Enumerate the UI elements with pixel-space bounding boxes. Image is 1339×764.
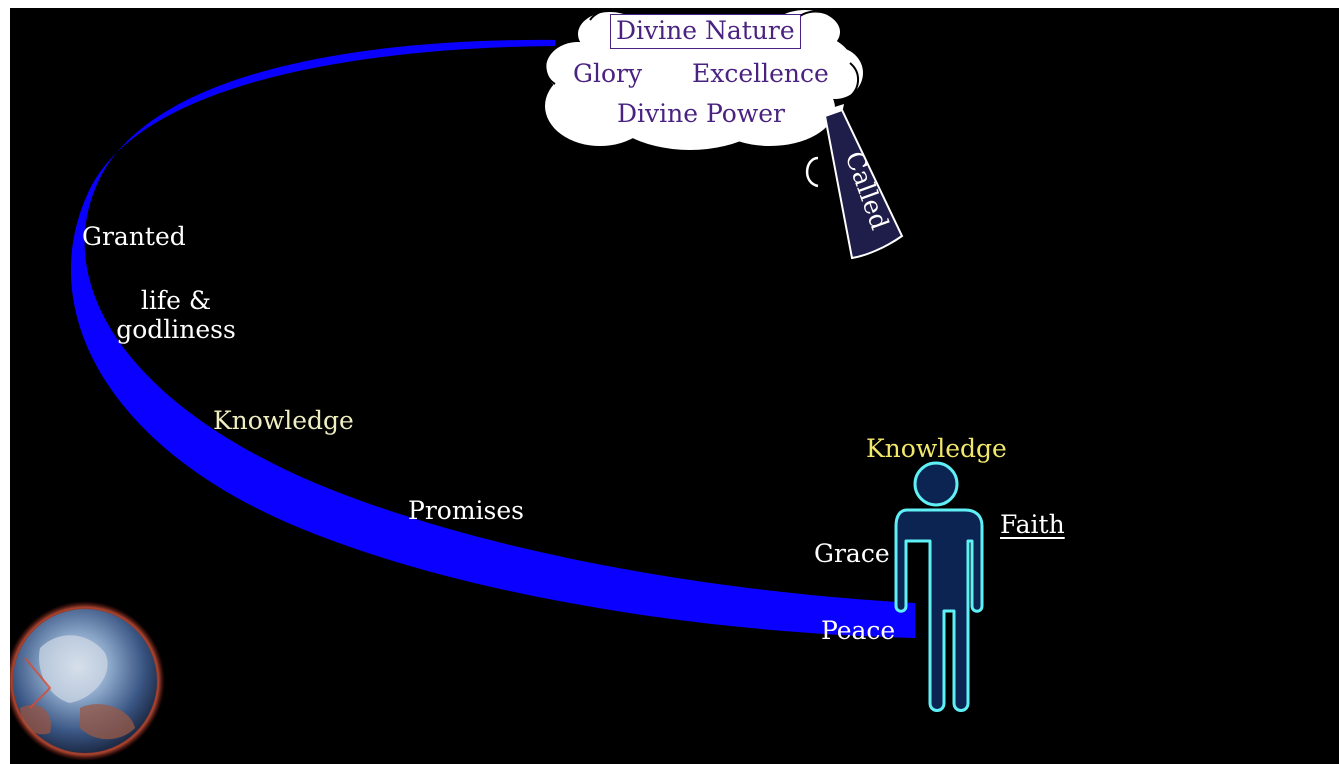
blue-ribbon-arc <box>70 39 915 638</box>
ribbon-label-life-godliness: life & godliness <box>116 286 236 344</box>
ribbon-label-life-line1: life & <box>140 286 212 315</box>
cloud-attribute-excellence: Excellence <box>692 59 829 88</box>
person-label-faith: Faith <box>1000 510 1065 539</box>
cloud-attribute-glory: Glory <box>573 59 643 88</box>
person-label-knowledge: Knowledge <box>866 434 1007 463</box>
ribbon-label-promises: Promises <box>408 496 524 525</box>
megaphone-icon <box>805 104 904 260</box>
person-icon <box>894 461 984 712</box>
ribbon-label-peace: Peace <box>821 616 896 645</box>
ribbon-label-life-line2: godliness <box>116 315 236 344</box>
ribbon-label-grace: Grace <box>814 539 890 568</box>
diagram-canvas: Divine Nature Glory Excellence Divine Po… <box>10 8 1339 764</box>
cloud-attribute-divine-power: Divine Power <box>617 99 786 128</box>
earth-icon <box>10 601 165 761</box>
ribbon-label-knowledge: Knowledge <box>213 406 354 435</box>
cloud-title: Divine Nature <box>610 14 801 49</box>
ribbon-label-granted: Granted <box>82 222 186 251</box>
